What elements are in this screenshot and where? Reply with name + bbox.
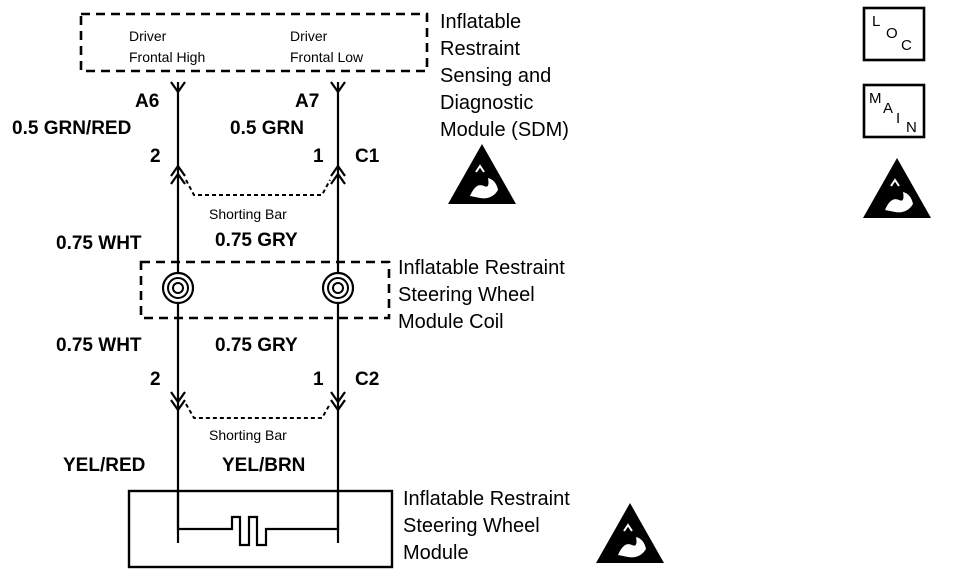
c2-left-pin: 2 — [150, 369, 161, 390]
c2-shorting-bar-label: Shorting Bar — [209, 427, 287, 443]
c2-right-pin: 1 — [313, 369, 324, 390]
loc-letter-c: C — [901, 37, 912, 54]
c1-right-wire-label: 0.5 GRN — [230, 118, 304, 139]
coil-outline — [139, 260, 391, 320]
c2-left-terminal — [170, 391, 186, 412]
main-letter-m: M — [869, 90, 882, 107]
c1-left-cavity: A6 — [135, 91, 159, 112]
sdm-title-line1: Inflatable — [440, 11, 521, 33]
sdm-title-line3: Sensing and — [440, 65, 551, 87]
module-esd-warning-icon — [595, 502, 665, 564]
sdm-right-terminal-line2: Frontal Low — [290, 49, 364, 65]
coil-left-clockspring-icon — [161, 271, 195, 305]
sdm-title-line5: Module (SDM) — [440, 119, 569, 141]
c1-shorting-bar-label: Shorting Bar — [209, 206, 287, 222]
coil-title-line3: Module Coil — [398, 311, 504, 333]
loc-letter-o: O — [886, 25, 898, 42]
module-title-line3: Module — [403, 542, 469, 564]
c1-left-wire-label: 0.5 GRN/RED — [12, 118, 131, 139]
module-outline — [127, 489, 394, 569]
c1-right-cavity: A7 — [295, 91, 319, 112]
coil-left-wire-bottom: 0.75 WHT — [56, 335, 142, 356]
c1-left-pin: 2 — [150, 146, 161, 167]
coil-title-line2: Steering Wheel — [398, 284, 535, 306]
c2-left-wire-label: YEL/RED — [63, 455, 145, 476]
sdm-esd-warning-icon — [447, 143, 517, 205]
main-letter-i: I — [896, 110, 900, 127]
sdm-title-line4: Diagnostic — [440, 92, 533, 114]
coil-right-wire-top: 0.75 GRY — [215, 230, 298, 251]
airbag-squib-icon — [176, 491, 340, 547]
module-title-line2: Steering Wheel — [403, 515, 540, 537]
legend-esd-warning-icon[interactable] — [862, 157, 932, 219]
main-letter-a: A — [883, 100, 893, 117]
sdm-left-terminal-line1: Driver — [129, 28, 167, 44]
c1-shorting-bar — [185, 179, 331, 196]
main-letter-n: N — [906, 119, 917, 136]
sdm-left-terminal-line2: Frontal High — [129, 49, 205, 65]
c2-connector-name: C2 — [355, 369, 379, 390]
coil-left-wire-top: 0.75 WHT — [56, 233, 142, 254]
c1-right-terminal — [330, 164, 346, 185]
module-title: Inflatable Restraint Steering Wheel Modu… — [403, 488, 570, 564]
loc-letter-l: L — [872, 13, 880, 30]
sdm-right-terminal-arrow — [330, 81, 346, 94]
coil-title: Inflatable Restraint Steering Wheel Modu… — [398, 257, 565, 333]
sdm-left-terminal-arrow — [170, 81, 186, 94]
c1-right-pin: 1 — [313, 146, 324, 167]
sdm-right-terminal-line1: Driver — [290, 28, 328, 44]
main-icon[interactable]: M A I N — [862, 83, 926, 139]
c2-shorting-bar — [185, 403, 331, 419]
coil-title-line1: Inflatable Restraint — [398, 257, 565, 279]
coil-right-clockspring-icon — [321, 271, 355, 305]
c2-right-wire-label: YEL/BRN — [222, 455, 305, 476]
sdm-title: Inflatable Restraint Sensing and Diagnos… — [440, 11, 569, 141]
coil-right-wire-bottom: 0.75 GRY — [215, 335, 298, 356]
c1-connector-name: C1 — [355, 146, 380, 167]
c1-left-terminal — [170, 164, 186, 185]
c2-right-terminal — [330, 391, 346, 412]
sdm-title-line2: Restraint — [440, 38, 520, 60]
sdm-outline — [79, 12, 429, 73]
module-title-line1: Inflatable Restraint — [403, 488, 570, 510]
loc-icon[interactable]: L O C — [862, 6, 926, 62]
